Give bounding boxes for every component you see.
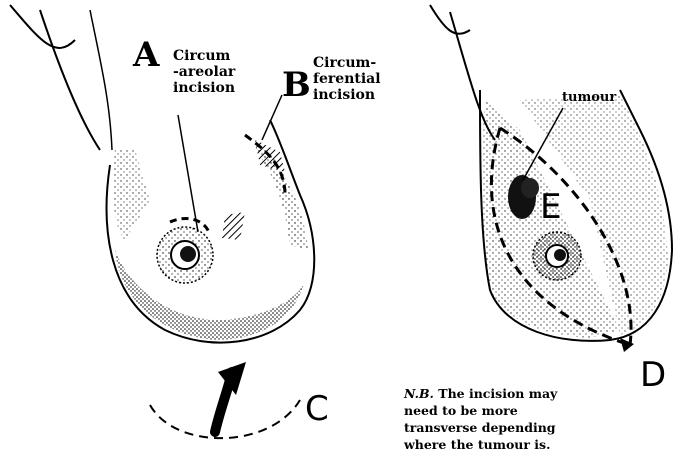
circumferential-line-2: ferential bbox=[313, 71, 381, 87]
tumour-label: tumour bbox=[562, 90, 616, 106]
left-breast bbox=[10, 5, 314, 343]
label-d: D bbox=[640, 358, 666, 392]
circumferential-annotation: Circum- ferential incision bbox=[313, 55, 381, 103]
label-c: C bbox=[305, 392, 329, 426]
nb-line-1: The incision may bbox=[438, 386, 557, 401]
circum-areolar-line-1: Circum bbox=[173, 48, 235, 64]
circum-areolar-annotation: Circum -areolar incision bbox=[173, 48, 235, 96]
right-breast bbox=[430, 5, 672, 352]
nb-line-2: need to be more bbox=[404, 402, 557, 419]
label-b: B bbox=[282, 68, 311, 102]
nb-prefix: N.B. bbox=[404, 386, 434, 401]
circum-areolar-line-2: -areolar bbox=[173, 64, 235, 80]
nb-note: N.B. The incision may need to be more tr… bbox=[404, 385, 557, 453]
circum-areolar-line-3: incision bbox=[173, 80, 235, 96]
label-e: E bbox=[540, 190, 561, 224]
nb-line-4: where the tumour is. bbox=[404, 436, 557, 453]
nb-line-3: transverse depending bbox=[404, 419, 557, 436]
circumferential-line-1: Circum- bbox=[313, 55, 381, 71]
circumferential-line-3: incision bbox=[313, 87, 381, 103]
label-a: A bbox=[133, 38, 159, 72]
arrow-c bbox=[150, 362, 300, 438]
